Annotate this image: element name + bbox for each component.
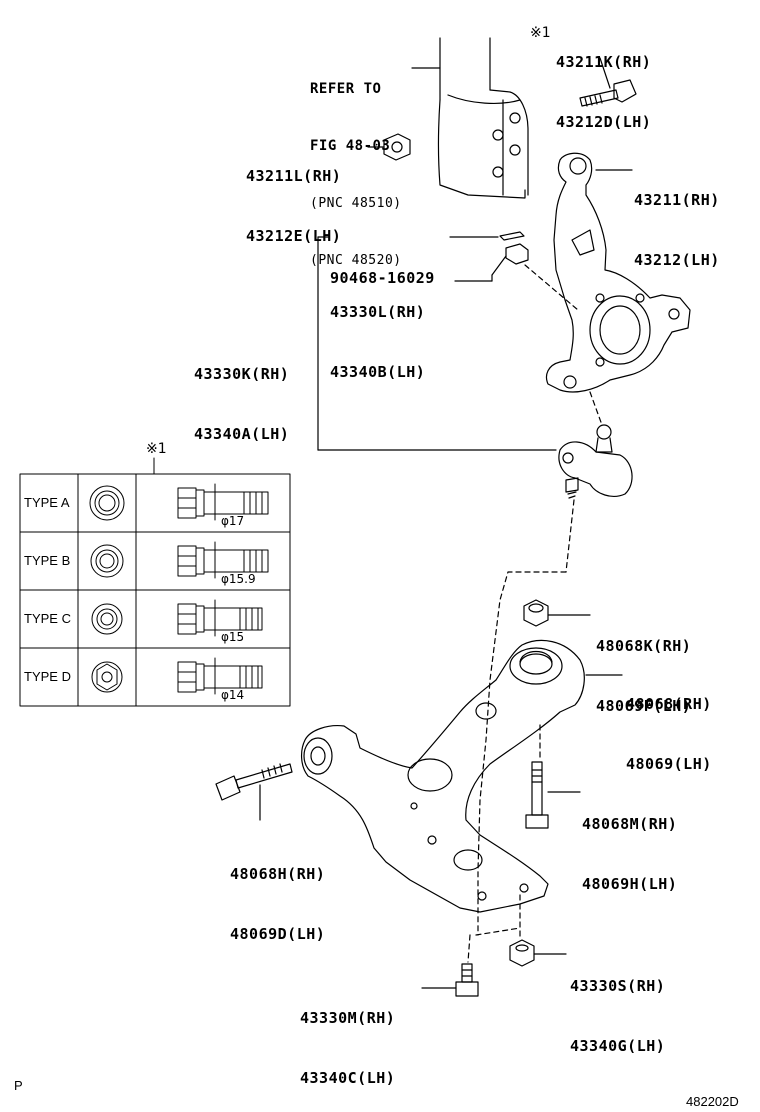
lower-arm-drawing [301, 639, 623, 913]
refer-line-2: FIG 48-03 [310, 138, 391, 154]
footer-left-mark: P [14, 1078, 23, 1093]
lower-arm-label: 48068(RH) 48069(LH) [626, 654, 712, 794]
bj-nut-lh: 43340G(LH) [570, 1037, 666, 1055]
rear-bolt-lh: 48069H(LH) [582, 875, 678, 893]
knuckle-label: 43211(RH) 43212(LH) [634, 150, 720, 290]
figure-number: 482202D [686, 1094, 739, 1109]
bj-bolt-rh: 43330M(RH) [300, 1009, 396, 1027]
lower-arm-rh: 48068(RH) [626, 695, 712, 713]
table-dia-d: φ14 [221, 688, 245, 702]
steering-knuckle-drawing [545, 152, 691, 393]
table-bolts [177, 483, 269, 695]
knuckle-lh: 43212(LH) [634, 251, 720, 269]
cotter-pin-pn: 90468-16029 [330, 269, 435, 287]
refer-line-3: (PNC 48510) [310, 196, 402, 211]
ball-nut-lh: 43340B(LH) [330, 363, 426, 381]
front-bolt-lh: 48069D(LH) [230, 925, 326, 943]
ball-joint-rh: 43330K(RH) [194, 365, 290, 383]
front-bolt-label: 48068H(RH) 48069D(LH) [230, 824, 325, 964]
bj-bolt-drawing [421, 963, 479, 997]
bj-bolt-label: 43330M(RH) 43340C(LH) [300, 968, 395, 1108]
table-dia-c: φ15 [221, 630, 245, 644]
bolt-top-note: ※1 [530, 25, 551, 41]
rear-bolt-label: 48068M(RH) 48069H(LH) [582, 774, 677, 914]
arm-nut-rh: 48068K(RH) [596, 637, 692, 655]
refer-line-4: (PNC 48520) [310, 253, 402, 268]
arm-nut-lh: 48069F(LH) [596, 697, 692, 715]
ball-nut-rh: 43330L(RH) [330, 303, 426, 321]
bolt-top-rh: 43211K(RH) [556, 53, 652, 71]
top-bolt-drawing [579, 57, 637, 107]
ball-joint-lh: 43340A(LH) [194, 425, 290, 443]
front-bolt-drawing [215, 763, 293, 821]
ball-joint-drawing [317, 424, 633, 499]
nut-top-lh: 43212E(LH) [246, 227, 342, 245]
knuckle-rh: 43211(RH) [634, 191, 720, 209]
rear-bolt-drawing [525, 761, 581, 829]
bj-bolt-lh: 43340C(LH) [300, 1069, 396, 1087]
rear-bolt-rh: 48068M(RH) [582, 815, 678, 833]
ball-nut-label: 43330L(RH) 43340B(LH) [330, 262, 425, 402]
bolt-type-table [19, 457, 291, 707]
table-type-b: TYPE B [24, 553, 71, 568]
table-dia-b: φ15.9 [221, 572, 256, 586]
nut-top-label: 43211L(RH) 43212E(LH) [246, 126, 341, 266]
refer-label: REFER TO FIG 48-03 (PNC 48510) (PNC 4852… [310, 42, 402, 289]
cotter-pin-drawing [449, 231, 525, 241]
table-type-a: TYPE A [24, 495, 70, 510]
ball-joint-label: 43330K(RH) 43340A(LH) [194, 324, 289, 464]
bj-nut-rh: 43330S(RH) [570, 977, 666, 995]
bj-nut-label: 43330S(RH) 43340G(LH) [570, 936, 665, 1076]
table-dia-a: φ17 [221, 514, 245, 528]
nut-top-rh: 43211L(RH) [246, 167, 342, 185]
arm-nut-label: 48068K(RH) 48069F(LH) [596, 596, 691, 736]
assembly-dash-lines [467, 264, 603, 963]
bj-nut-drawing [509, 939, 567, 967]
table-type-d: TYPE D [24, 669, 71, 684]
top-nut-drawing [367, 133, 411, 161]
table-nuts [89, 485, 125, 693]
lower-arm-lh: 48069(LH) [626, 755, 712, 773]
strut-drawing [411, 37, 529, 199]
bolt-top-label: 43211K(RH) 43212D(LH) [556, 12, 651, 152]
table-note: ※1 [146, 441, 167, 457]
table-type-c: TYPE C [24, 611, 71, 626]
arm-nut-drawing [523, 599, 591, 627]
bolt-top-lh: 43212D(LH) [556, 113, 652, 131]
front-bolt-rh: 48068H(RH) [230, 865, 326, 883]
castle-nut-drawing [454, 243, 529, 282]
cotter-pin-label: 90468-16029 [330, 228, 435, 308]
refer-line-1: REFER TO [310, 81, 382, 97]
